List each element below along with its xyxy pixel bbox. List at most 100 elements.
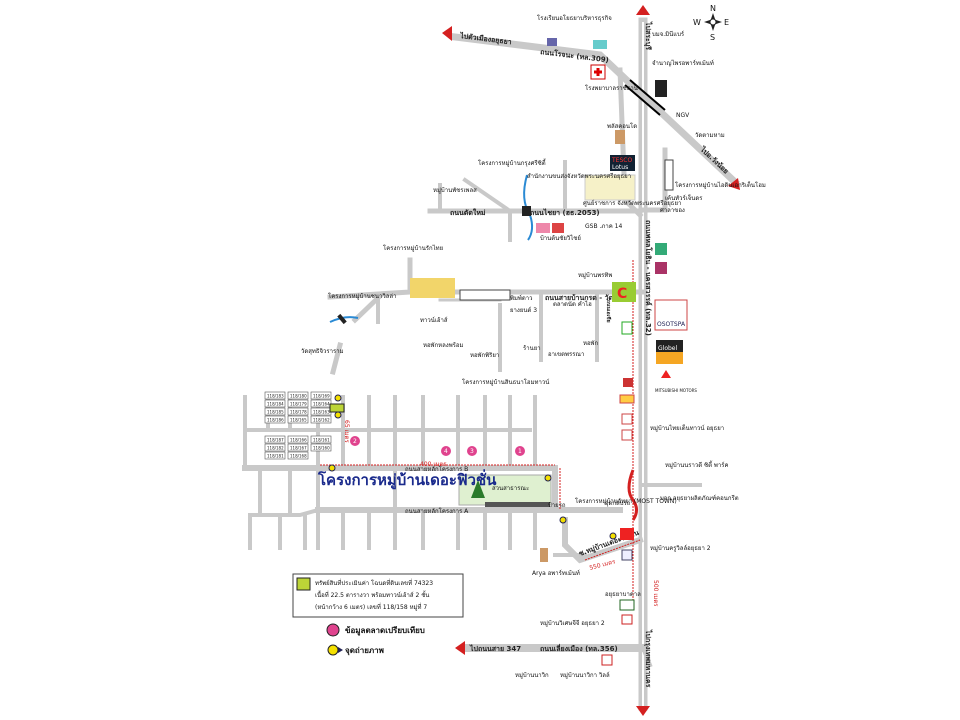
- condo-icon: [615, 130, 625, 144]
- arrow-south: [636, 706, 650, 716]
- plot-lot: [287, 451, 309, 460]
- label-wat-tam: วัดตามหาม: [695, 132, 725, 139]
- mk-icon: [620, 528, 634, 540]
- marker-1: [515, 446, 525, 456]
- legend-market-swatch: [326, 623, 340, 637]
- label-hospital: โรงพยาบาลราชธานี: [585, 84, 638, 92]
- legend-market-data: ข้อมูลตลาดเปรียบเทียบ: [345, 625, 425, 636]
- label-apartment: จำนาญไพรอพาร์ทเม้นท์: [652, 59, 714, 67]
- mitsubishi-text: MITSUBISHI MOTORS: [655, 388, 697, 393]
- legend: ทรัพย์สินที่ประเมินค่า โฉนดที่ดินเลขที่ …: [292, 573, 464, 656]
- plot-lot-number: 118/167: [290, 446, 307, 451]
- label-chanavilla: โครงการหมู่บ้านชนาวิลล่า: [328, 292, 396, 300]
- label-shop: ร้านยา: [523, 345, 541, 352]
- plot-lot: [264, 443, 286, 452]
- label-village-phet: หมู่บ้านพรทิพ: [578, 272, 612, 279]
- plot-lot-number: 118/168: [290, 454, 307, 459]
- landmark-icons: TESCO Lotus C OSOTSPA Globel MITSUBISHI …: [410, 38, 697, 666]
- label-rak-thai: โครงการหมู่บ้านรักไทย: [383, 244, 443, 252]
- plot-lot: [264, 407, 286, 416]
- label-dorm1: หอพักหลงพร้อม: [423, 342, 463, 349]
- label-gov-center: ศูนย์ราชการ จังหวัดพระนครศรีอยุธยา: [583, 199, 681, 207]
- pt-icon: [655, 262, 667, 274]
- label-townhouse: ทาวน์เฮ้าส์: [420, 316, 448, 324]
- plot-lot-number: 118/160: [313, 446, 330, 451]
- marker-4: [441, 446, 451, 456]
- c-store-icon: [612, 282, 636, 302]
- plot-lot: [310, 391, 332, 400]
- arrow-to-ayutthaya: [442, 26, 452, 41]
- plot-lot: [310, 435, 332, 444]
- plot-lot: [287, 399, 309, 408]
- plot-lot-number: 118/182: [267, 446, 284, 451]
- plot-lot: [264, 415, 286, 424]
- label-65m: 65 เมตร: [343, 420, 350, 443]
- lotus-text: Lotus: [612, 164, 628, 171]
- label-phim: พิมพ์ดาว: [510, 294, 533, 302]
- plot-lot: [287, 435, 309, 444]
- road-soi: [562, 517, 644, 564]
- plot-lot-number: 118/164: [313, 402, 330, 407]
- marker-2: [350, 436, 360, 446]
- arrow-to-saraburi: [728, 178, 740, 190]
- arya-icon: [540, 548, 548, 562]
- label-550m: 550 เมตร: [589, 558, 617, 572]
- plot-lot-number: 118/184: [267, 402, 284, 407]
- legend-subject-1: ทรัพย์สินที่ประเมินค่า โฉนดที่ดินเลขที่ …: [315, 579, 433, 587]
- school-icon: [547, 38, 557, 46]
- honda-icon: [621, 614, 633, 625]
- market-markers: 1 2 3 4: [328, 394, 617, 540]
- plot-lot: [287, 415, 309, 424]
- plot-lot-number: 118/163: [313, 410, 330, 415]
- plot-lot-number: 118/166: [290, 438, 307, 443]
- label-village-n1: หมู่บ้านนาวิก: [515, 672, 549, 679]
- mitsubishi-logo: [661, 370, 671, 378]
- label-village-krung: โครงการหมู่บ้านกรุงศรีซิตี้: [478, 157, 547, 167]
- plot-lot: [287, 407, 309, 416]
- label-to-wangnoi: ไปอ.วังน้อย: [698, 144, 731, 175]
- plot-lot: [287, 391, 309, 400]
- subject-property-marker: [329, 403, 345, 413]
- label-market: ตลาดนัด คำไฮ: [553, 300, 592, 308]
- plot-lot-number: 118/186: [267, 418, 284, 423]
- label-dorm: หอพัก: [583, 340, 599, 347]
- label-village-wong: หมู่บ้านวิเศษจีจี อยุธยา 2: [540, 619, 605, 627]
- plot-grid: 118/183118/184118/185118/186118/187118/1…: [264, 391, 332, 460]
- label-village-pet: หมู่บ้านพัชรเพลส: [433, 187, 477, 194]
- label-to-saraburi: ไปสระบุรี: [644, 21, 653, 50]
- label-village-chain: โครงการหมู่บ้านไอดินเอกริเต็นโฮม: [675, 180, 766, 189]
- label-kasikorn: เค้นทัวร์เจ็นดร: [665, 193, 703, 202]
- plot-lot: [264, 435, 286, 444]
- marker-3-num: 3: [470, 448, 474, 455]
- label-village-kru: หมู่บ้านครูวิลล์อยุธยา 2: [650, 544, 711, 552]
- compass-rose: N S E W: [693, 4, 729, 42]
- plot-lot-number: 118/180: [290, 394, 307, 399]
- plot-lot: [264, 399, 286, 408]
- tree-icon: [471, 480, 485, 498]
- osotspa-logo: [654, 299, 688, 331]
- label-bus-stop: ป้ายรถ: [548, 502, 566, 509]
- road-street-b: [242, 465, 558, 508]
- compass-e: E: [724, 18, 729, 27]
- plot-lot-number: 118/165: [290, 418, 307, 423]
- label-chaiya: ถนนไชยา (ฮธ.2053): [530, 208, 600, 217]
- gov-center-area: [584, 174, 636, 201]
- legend-subject-2: เนื้อที่ 22.5 ตารางวา พร้อมทาวน์เฮ้าส์ 2…: [315, 589, 429, 599]
- compass-s: S: [710, 33, 715, 42]
- compass-n: N: [710, 4, 716, 13]
- label-uturn: จุดกลับรถ: [605, 500, 631, 507]
- townhouse-block: [410, 278, 455, 298]
- plot-lot-number: 118/162: [313, 418, 330, 423]
- plot-lot-number: 118/185: [267, 410, 284, 415]
- legend-photo-swatch: [327, 644, 339, 656]
- road-rojana: [451, 33, 740, 187]
- osotspa-text: OSOTSPA: [657, 321, 686, 328]
- label-school: โรงเรียนอโยธยาบริหารธุรกิจ: [537, 14, 612, 22]
- place-labels: โรงเรียนอโยธยาบริหารธุรกิจ บมจ.มินีแบร์ …: [301, 14, 766, 679]
- legend-box: [292, 573, 464, 618]
- label-village-thai: หมู่บ้านไทยเด็นทาวน์ อยุธยา: [650, 423, 724, 432]
- plot-lot: [310, 415, 332, 424]
- tesco-text: TESCO: [611, 157, 632, 164]
- sign-icon: [664, 159, 674, 191]
- legend-subject-3: (หน้ากว้าง 6 เมตร) เลขที่ 118/158 หมู่ที…: [315, 603, 427, 611]
